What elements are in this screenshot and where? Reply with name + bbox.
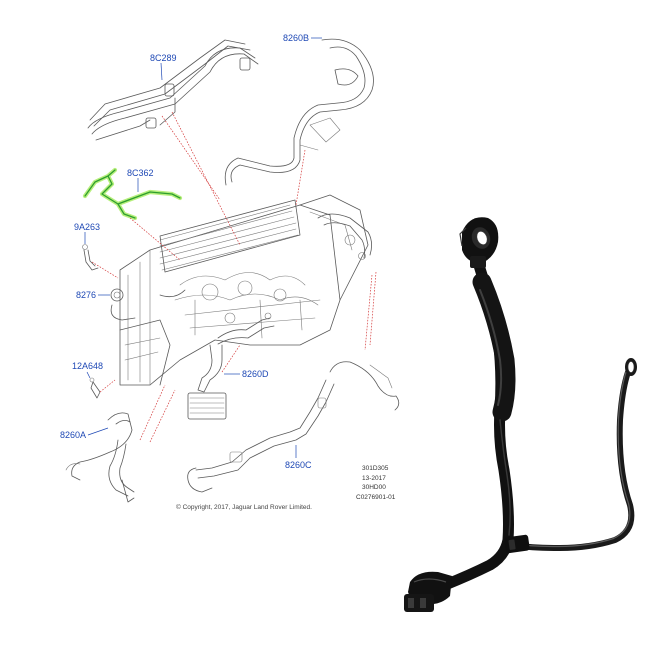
part-9a263-drawing <box>82 244 99 271</box>
reference-codes: 301D305 13-2017 30HD00 C0276901-01 <box>356 465 396 501</box>
hose-8260d-drawing <box>197 312 275 393</box>
ref-code-3: 30HD00 <box>362 484 386 491</box>
callout-8276: 8276 <box>76 290 96 300</box>
part-12a648-drawing <box>89 377 101 399</box>
leader-lines <box>91 111 377 443</box>
hose-photo <box>404 217 637 612</box>
hose-8c289-drawing <box>87 39 259 141</box>
bottom-quick-connector <box>404 571 452 612</box>
callout-8260c: 8260C <box>285 460 312 470</box>
callout-8260b: 8260B <box>283 33 309 43</box>
ref-code-2: 13-2017 <box>362 475 386 482</box>
branch-end-fitting <box>625 358 637 376</box>
callout-8260a: 8260A <box>60 430 86 440</box>
callout-8c289: 8C289 <box>150 53 177 63</box>
copyright-notice: © Copyright, 2017, Jaguar Land Rover Lim… <box>176 503 312 511</box>
part-8276-drawing <box>110 288 186 321</box>
ref-code-4: C0276901-01 <box>356 494 396 501</box>
callout-8c362: 8C362 <box>127 168 154 178</box>
hose-8260c-drawing <box>187 361 400 493</box>
hose-8260a-drawing <box>65 412 135 503</box>
hose-branch-pipe <box>517 369 635 552</box>
part-8c362-highlight <box>82 167 183 221</box>
ref-code-1: 301D305 <box>362 465 389 472</box>
callout-9a263: 9A263 <box>74 222 100 232</box>
parts-diagram: 8C289 8260B 8C362 9A263 8276 12A648 8260… <box>60 33 400 511</box>
callout-8260d: 8260D <box>242 369 269 379</box>
t-junction <box>504 534 530 554</box>
hose-8260b-drawing <box>224 38 374 186</box>
callout-12a648: 12A648 <box>72 361 103 371</box>
engine-assembly-drawing <box>119 194 369 420</box>
top-connector-fitting <box>459 217 499 268</box>
hose-side-pipe-drawing <box>317 213 372 260</box>
callout-labels: 8C289 8260B 8C362 9A263 8276 12A648 8260… <box>60 33 322 470</box>
